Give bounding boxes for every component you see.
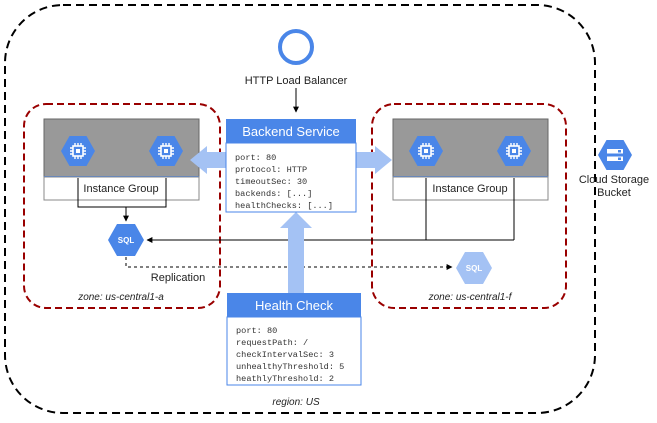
health-config-line: port: 80 (236, 326, 277, 336)
cloud-storage-label-line1: Cloud Storage (579, 174, 649, 186)
sql-label: SQL (466, 264, 483, 273)
cloud-storage-icon[interactable] (598, 140, 632, 170)
right-instances-to-sql-connector (146, 178, 515, 243)
instance-group-label: Instance Group (83, 183, 158, 195)
cloud-storage-label-line2: Bucket (597, 187, 631, 199)
backend-to-right-group-arrow (356, 146, 392, 174)
backend-to-left-group-arrow (190, 146, 226, 174)
replica-sql-icon[interactable]: SQL (456, 252, 492, 284)
compute-instance-icon[interactable] (149, 136, 183, 166)
left-zone-label: zone: us-central1-a (77, 292, 164, 303)
right-instance-group[interactable]: Instance Group (392, 118, 549, 201)
load-balancer-label: HTTP Load Balancer (245, 75, 348, 87)
backend-service-box[interactable]: Backend Service port: 80 protocol: HTTP … (225, 119, 357, 213)
compute-instance-icon[interactable] (61, 136, 95, 166)
health-config-line: heathlyThreshold: 2 (236, 374, 334, 384)
region-boundary (4, 4, 596, 414)
backend-config-line: healthChecks: [...] (235, 201, 333, 211)
left-zone-boundary (23, 103, 221, 309)
region-label: region: US (272, 397, 320, 408)
health-check-box[interactable]: Health Check port: 80 requestPath: / che… (226, 293, 362, 386)
backend-config-line: backends: [...] (235, 189, 312, 199)
left-instances-to-sql-connector (77, 178, 167, 222)
backend-service-title: Backend Service (242, 124, 340, 139)
right-zone-label: zone: us-central1-f (428, 292, 513, 303)
backend-config-line: protocol: HTTP (235, 165, 307, 175)
health-config-line: checkIntervalSec: 3 (236, 350, 334, 360)
left-instance-group[interactable]: Instance Group (43, 118, 200, 201)
primary-sql-icon[interactable]: SQL (108, 224, 144, 256)
health-config-line: unhealthyThreshold: 5 (236, 362, 344, 372)
backend-config-line: port: 80 (235, 153, 276, 163)
health-check-to-backend-arrow (280, 212, 312, 293)
compute-instance-icon[interactable] (497, 136, 531, 166)
load-balancer-icon[interactable] (278, 29, 314, 65)
instance-group-label: Instance Group (432, 183, 507, 195)
health-config-line: requestPath: / (236, 338, 308, 348)
health-check-title: Health Check (255, 298, 334, 313)
backend-config-line: timeoutSec: 30 (235, 177, 307, 187)
compute-instance-icon[interactable] (409, 136, 443, 166)
right-zone-boundary (371, 103, 567, 309)
replication-label: Replication (151, 272, 205, 284)
sql-label: SQL (118, 236, 135, 245)
